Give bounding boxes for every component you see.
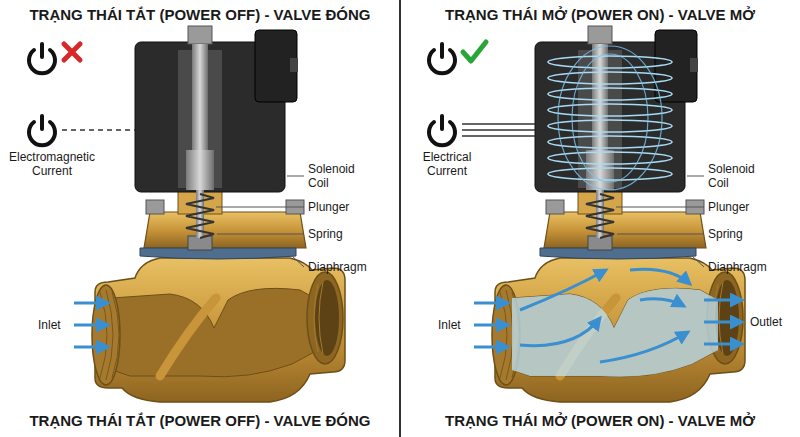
- part-label: Plunger: [308, 200, 388, 214]
- on-panel: [429, 26, 745, 402]
- port-label: Outlet: [750, 315, 796, 329]
- flow-arrows: [520, 270, 606, 310]
- current-wires: [462, 129, 535, 131]
- magnetic-field: [558, 46, 662, 190]
- coil-windings: [548, 56, 672, 68]
- flow-arrows: [474, 346, 508, 349]
- current-label: Electromagnetic Current: [2, 150, 102, 179]
- inlet-arrows: [74, 346, 108, 349]
- panel-heading: TRẠNG THÁI MỞ (POWER ON) - VALVE MỞ: [400, 6, 800, 24]
- off-cross: [64, 44, 80, 60]
- coil-windings: [548, 88, 672, 100]
- flow-arrows: [704, 343, 742, 346]
- flow-arrows: [520, 318, 600, 346]
- flow-arrows: [704, 321, 742, 324]
- inlet-arrows: [74, 302, 108, 305]
- panel-heading: TRẠNG THÁI TẮT (POWER OFF) - VALVE ĐÓNG: [0, 412, 400, 430]
- current-wires: [462, 135, 535, 137]
- flow-arrows: [474, 324, 508, 327]
- current-icon: [29, 116, 55, 145]
- part-label: Diaphragm: [708, 260, 788, 274]
- panel-heading: TRẠNG THÁI TẮT (POWER OFF) - VALVE ĐÓNG: [0, 6, 400, 24]
- closed-valve: [92, 26, 345, 402]
- flow-arrows: [474, 269, 742, 362]
- part-label: Spring: [308, 227, 388, 241]
- power-icon: [29, 44, 55, 73]
- off-panel: [29, 26, 345, 402]
- open-valve: [492, 26, 745, 402]
- flow-arrows: [640, 299, 684, 306]
- on-check: [463, 42, 486, 61]
- flow-arrows: [630, 269, 690, 284]
- flow-arrows: [600, 332, 688, 362]
- power-icon: [429, 44, 455, 73]
- port-label: Inlet: [438, 318, 472, 332]
- part-label: Spring: [708, 227, 788, 241]
- magnetic-field: [558, 46, 662, 190]
- part-label: Diaphragm: [308, 260, 388, 274]
- coil-windings: [548, 136, 672, 148]
- coil-windings: [548, 168, 672, 180]
- panel-heading: TRẠNG THÁI MỞ (POWER ON) - VALVE MỞ: [400, 412, 800, 430]
- coil-windings: [548, 120, 672, 132]
- coil-windings: [548, 56, 672, 180]
- port-label: Inlet: [38, 318, 72, 332]
- inlet-arrows: [74, 303, 108, 347]
- flow-arrows: [474, 302, 508, 305]
- current-wires: [462, 124, 535, 136]
- part-label: Solenoid Coil: [708, 162, 770, 191]
- dashed-wire: [62, 129, 135, 131]
- panel-divider: [399, 0, 401, 437]
- magnetic-field: [572, 54, 648, 182]
- flow-arrows: [704, 299, 742, 302]
- current-label: Electrical Current: [402, 150, 492, 179]
- part-label: Solenoid Coil: [308, 162, 370, 191]
- current-wires: [462, 123, 535, 125]
- inlet-arrows: [74, 324, 108, 327]
- off-cross: [64, 44, 80, 60]
- current-icon: [429, 116, 455, 145]
- part-label: Plunger: [708, 200, 788, 214]
- off-cross: [64, 44, 80, 60]
- coil-windings: [548, 104, 672, 116]
